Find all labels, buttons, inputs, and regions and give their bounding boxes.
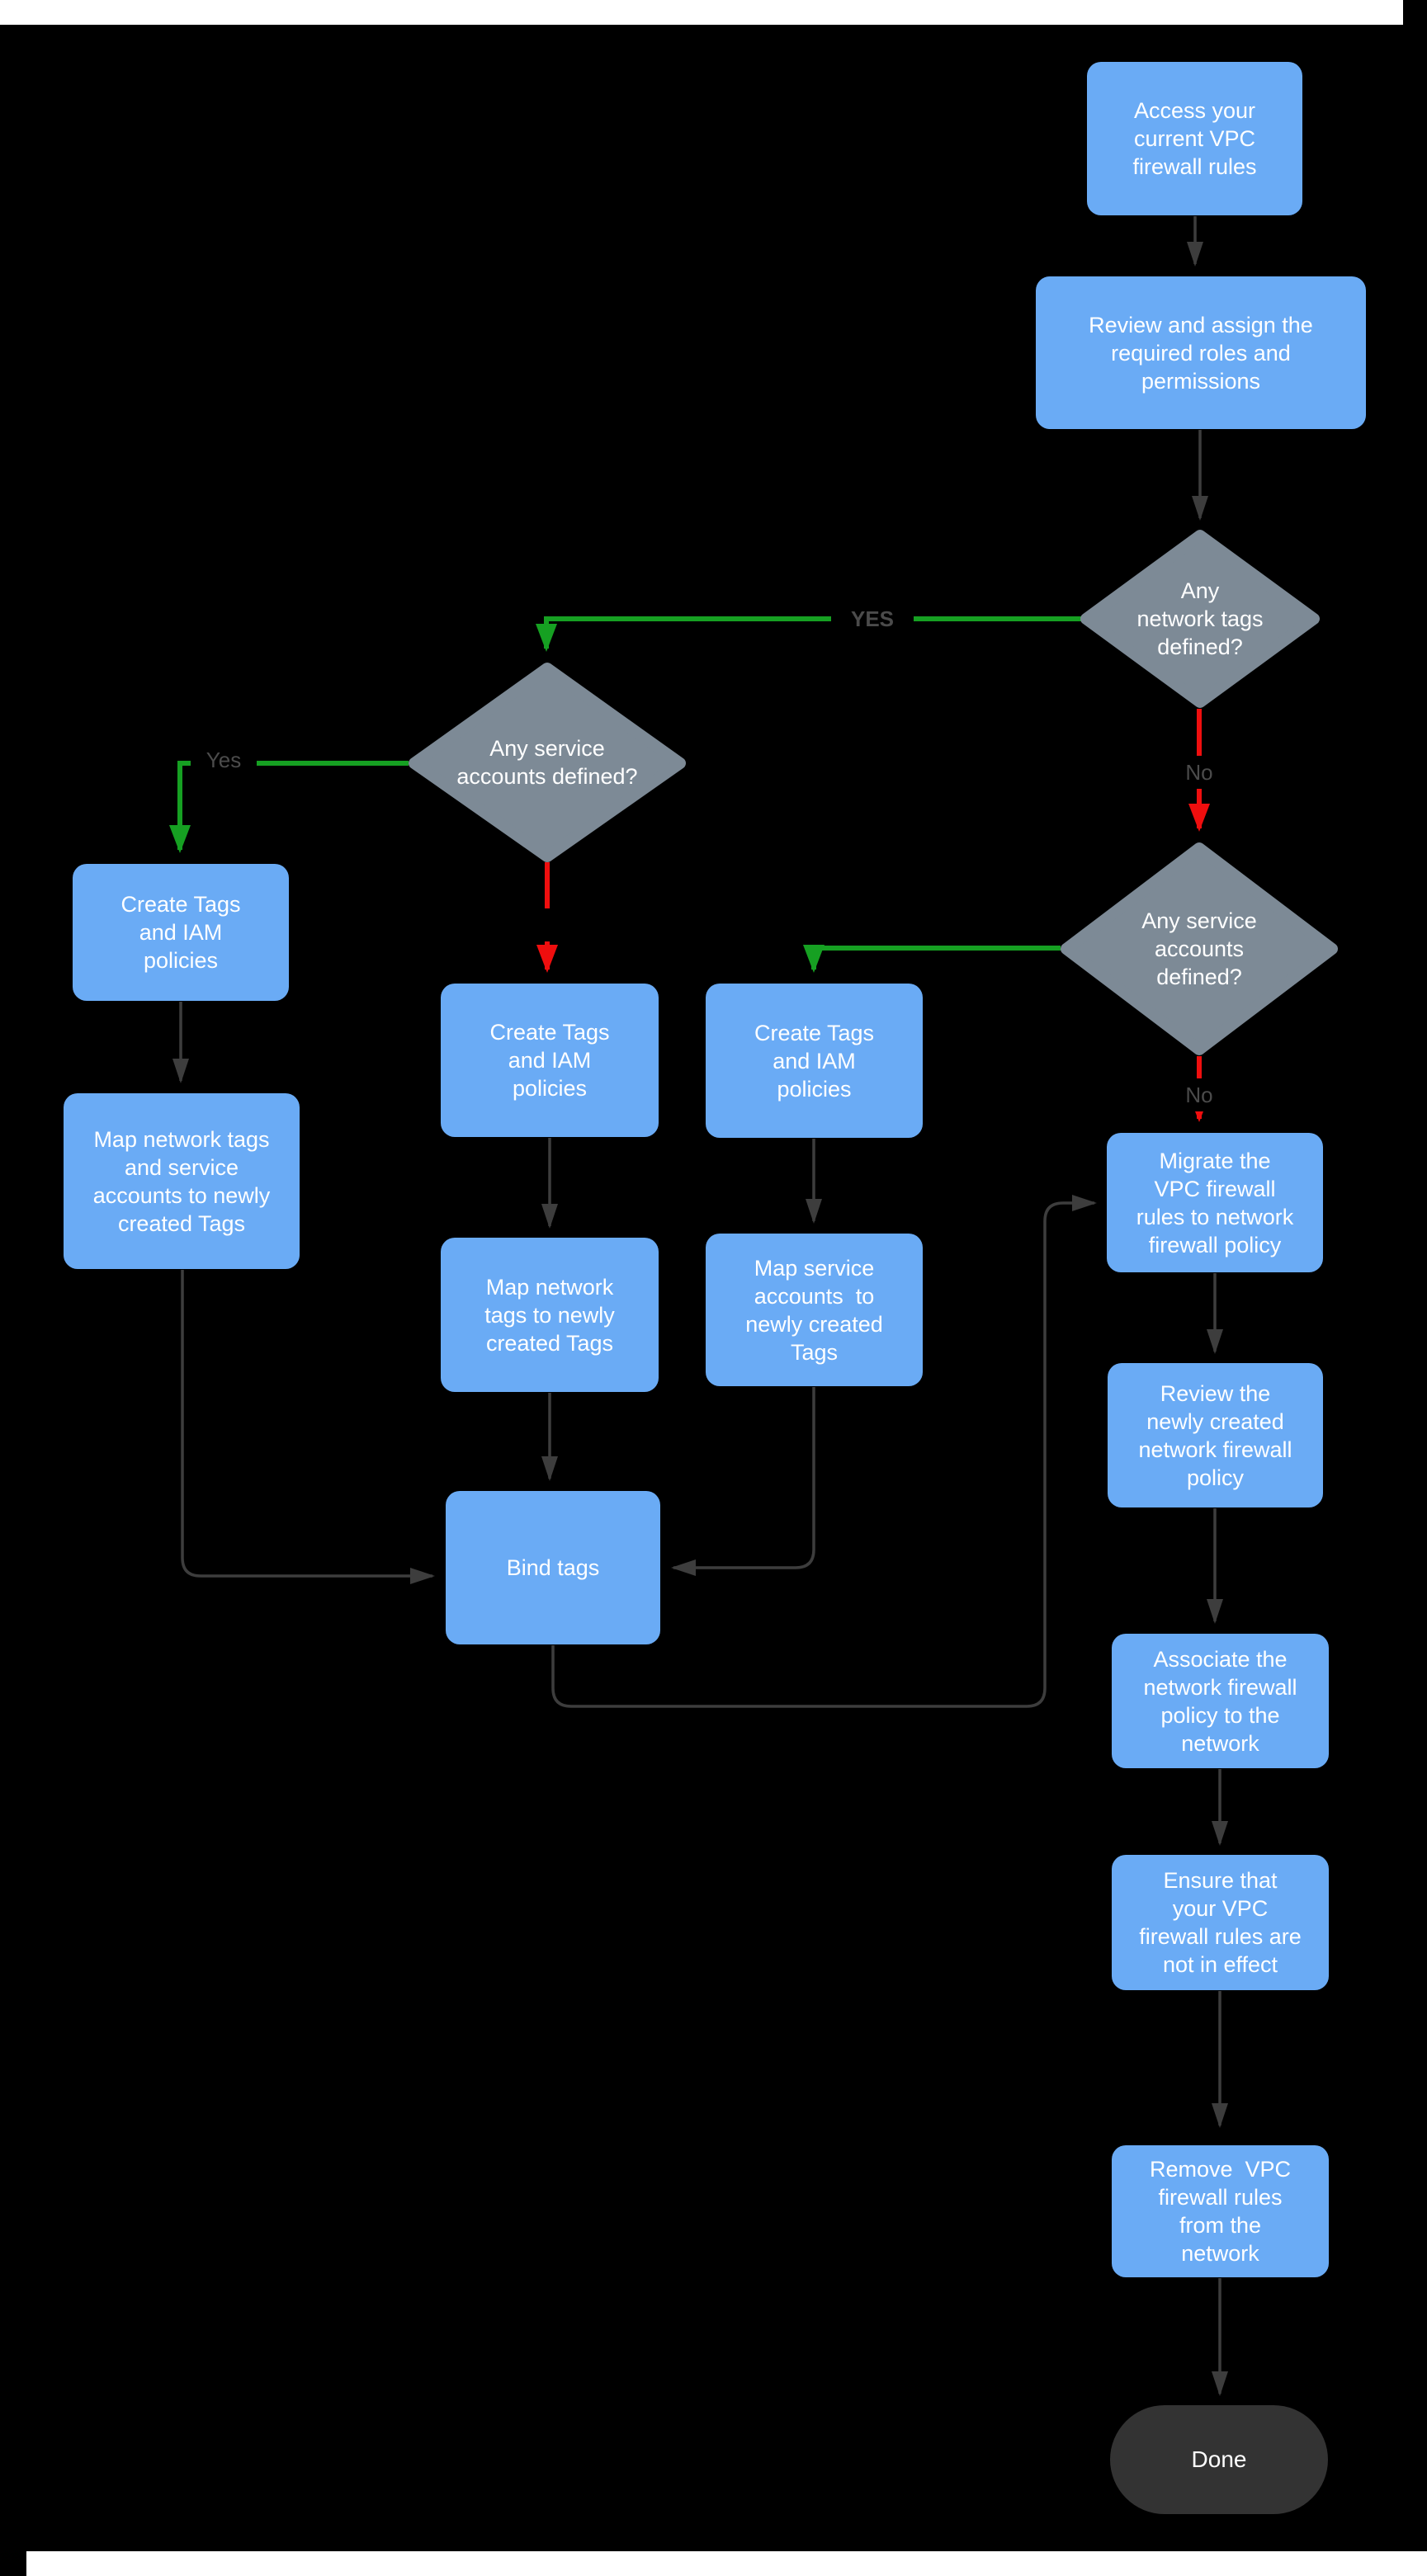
decision-service-accounts-right: Any service accounts defined?	[1141, 908, 1257, 989]
decision-network-tags: Any network tags defined?	[1136, 578, 1264, 659]
terminal-done: Done	[1110, 2405, 1328, 2514]
edge-label-no-lower: No	[1166, 1078, 1232, 1111]
decision-shape-service-accounts-right	[1061, 842, 1338, 1055]
edge-yes-network-tags	[536, 616, 1082, 652]
edge-map-left-to-bind	[181, 1270, 435, 1584]
decision-shape-service-accounts-left	[409, 663, 686, 862]
step-create-tags-mid: Create Tags and IAM policies	[441, 984, 659, 1137]
decision-service-accounts-left: Any service accounts defined?	[456, 736, 638, 789]
edge-label-yes-upper: YES	[831, 602, 914, 635]
step-associate: Associate the network firewall policy to…	[1112, 1634, 1329, 1768]
step-map-mid: Map network tags to newly created Tags	[441, 1238, 659, 1392]
edge-bind-to-migrate	[551, 1195, 1097, 1708]
edge-label-yes-left: Yes	[191, 743, 257, 776]
edge-yes-service-accounts-left	[169, 761, 409, 853]
decision-shape-network-tags	[1080, 530, 1320, 708]
step-remove: Remove VPC firewall rules from the netwo…	[1112, 2145, 1329, 2277]
step-create-tags-right: Create Tags and IAM policies	[706, 984, 923, 1138]
step-ensure: Ensure that your VPC firewall rules are …	[1112, 1855, 1329, 1990]
step-review-roles: Review and assign the required roles and…	[1036, 276, 1366, 429]
step-map-service: Map service accounts to newly created Ta…	[706, 1234, 923, 1386]
edge-yes-service-accounts-right	[803, 945, 1061, 973]
step-map-left: Map network tags and service accounts to…	[64, 1093, 300, 1269]
page-edge-bottom	[26, 2551, 1427, 2576]
step-migrate: Migrate the VPC firewall rules to networ…	[1107, 1133, 1323, 1272]
step-review-policy: Review the newly created network firewal…	[1108, 1363, 1323, 1507]
edge-label-no-mid: No	[1166, 756, 1232, 789]
step-access-vpc-rules: Access your current VPC firewall rules	[1087, 62, 1302, 215]
edge-map-service-to-bind	[671, 1387, 815, 1576]
step-create-tags-left: Create Tags and IAM policies	[73, 864, 289, 1001]
step-bind-tags: Bind tags	[446, 1491, 660, 1644]
page-edge-top	[0, 0, 1403, 25]
